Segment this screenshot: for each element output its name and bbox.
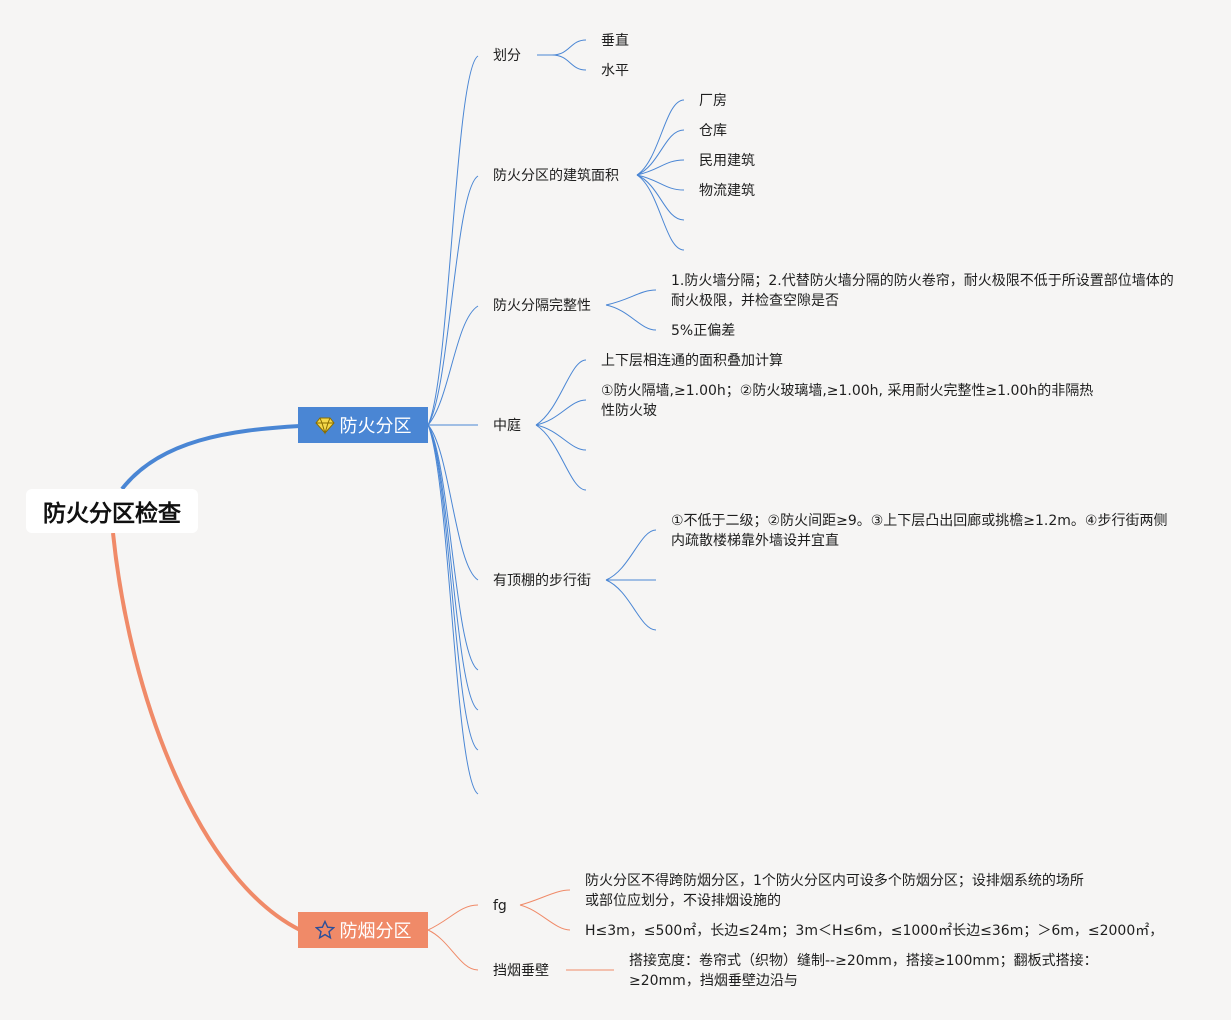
links-atrium <box>535 359 587 491</box>
leaf-horizontal[interactable]: 水平 <box>601 63 629 79</box>
subtopic-separation-integrity[interactable]: 防火分隔完整性 <box>493 298 591 314</box>
leaf-positive-deviation[interactable]: 5%正偏差 <box>671 323 736 339</box>
main-topic-fire-compartment[interactable]: 防火分区 <box>298 407 428 443</box>
links-fire-children <box>427 55 479 795</box>
links-area <box>636 99 685 251</box>
leaf-smoke-area-limits[interactable]: H≤3m，≤500㎡，长边≤24m；3m＜H≤6m，≤1000㎡长边≤36m；＞… <box>585 923 1164 939</box>
subtopic-divide[interactable]: 划分 <box>493 48 521 64</box>
subtopic-building-area[interactable]: 防火分区的建筑面积 <box>493 168 619 184</box>
leaf-factory[interactable]: 厂房 <box>699 93 727 109</box>
leaf-smoke-division[interactable]: 防火分区不得跨防烟分区，1个防火分区内可设多个防烟分区；设排烟系统的场所或部位应… <box>585 873 1084 909</box>
link-root-smoke <box>111 532 301 932</box>
leaf-atrium-area[interactable]: 上下层相连通的面积叠加计算 <box>601 353 783 369</box>
leaf-street-requirements[interactable]: ①不低于二级；②防火间距≥9。③上下层凸出回廊或挑檐≥1.2m。④步行街两侧内疏… <box>671 513 1168 549</box>
links-divide <box>537 39 587 71</box>
leaf-logistics-building[interactable]: 物流建筑 <box>699 183 755 199</box>
leaf-firewall-separation[interactable]: 1.防火墙分隔；2.代替防火墙分隔的防火卷帘，耐火极限不低于所设置部位墙体的耐火… <box>671 273 1174 309</box>
leaf-vertical[interactable]: 垂直 <box>601 33 629 49</box>
leaf-curtain-overlap[interactable]: 搭接宽度：卷帘式（织物）缝制--≥20mm，搭接≥100mm；翻板式搭接：≥20… <box>629 953 1098 989</box>
main-topic-smoke-compartment[interactable]: 防烟分区 <box>298 912 428 948</box>
subtopic-fg[interactable]: fg <box>493 898 507 914</box>
main-topic-label: 防火分区 <box>339 416 412 437</box>
subtopic-smoke-curtain[interactable]: 挡烟垂壁 <box>493 963 549 979</box>
root-topic[interactable]: 防火分区检查 <box>26 489 198 533</box>
link-root-fire <box>120 424 301 491</box>
leaf-warehouse[interactable]: 仓库 <box>699 123 727 139</box>
subtopic-covered-street[interactable]: 有顶棚的步行街 <box>493 573 591 589</box>
leaf-civil-building[interactable]: 民用建筑 <box>699 153 755 169</box>
links-street <box>605 529 657 631</box>
main-topic-label: 防烟分区 <box>339 921 412 942</box>
links-integrity <box>605 289 657 331</box>
subtopic-atrium[interactable]: 中庭 <box>493 418 521 434</box>
links-smoke-children <box>427 889 614 971</box>
star-icon <box>314 919 335 940</box>
leaf-atrium-partition[interactable]: ①防火隔墙,≥1.00h；②防火玻璃墙,≥1.00h, 采用耐火完整性≥1.00… <box>601 383 1094 419</box>
diamond-icon <box>314 415 335 435</box>
